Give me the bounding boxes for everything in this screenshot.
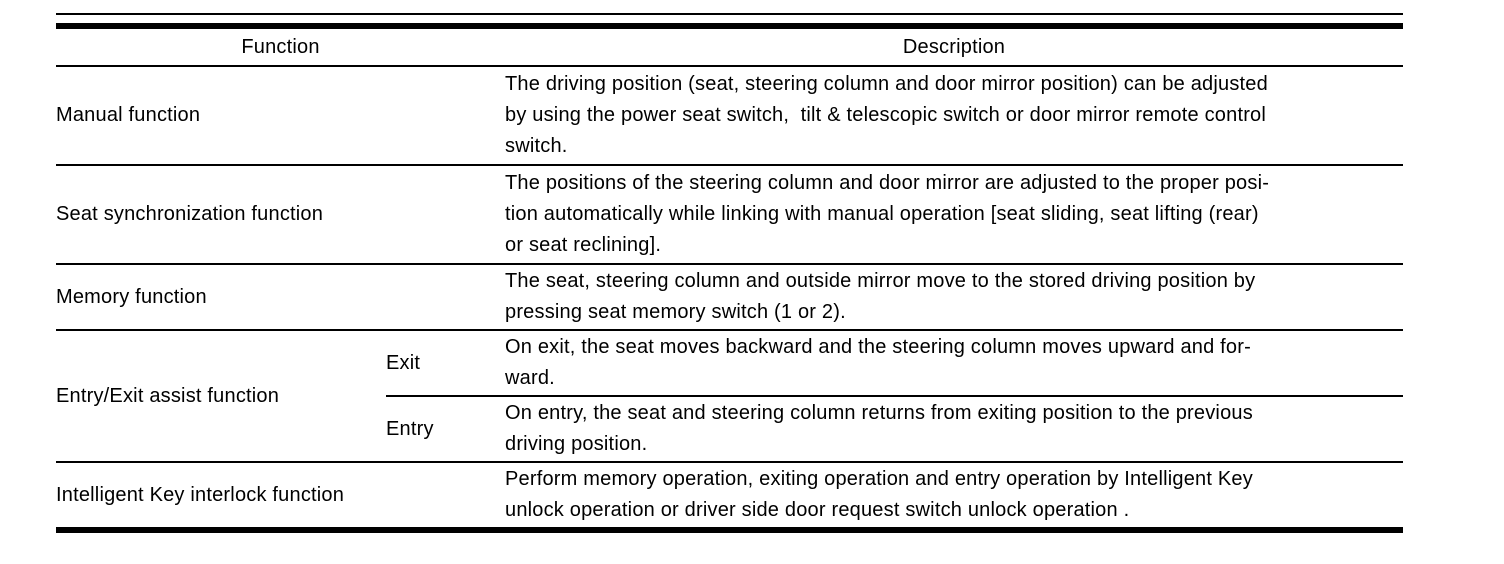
table-row-memory-function: Memory function The seat, steering colum…: [56, 263, 1403, 331]
function-cell: Memory function: [56, 263, 505, 331]
table-header-row: Function Description: [56, 25, 1403, 67]
description-cell: The driving position (seat, steering col…: [505, 65, 1403, 166]
top-rule: [56, 13, 1403, 15]
description-cell: The positions of the steering column and…: [505, 164, 1403, 265]
header-description-cell: Description: [505, 25, 1403, 67]
function-cell-entry-exit-assist: Entry/Exit assist function: [56, 329, 386, 463]
description-cell: The seat, steering column and outside mi…: [505, 263, 1403, 331]
table-row-seat-synchronization-function: Seat synchronization function The positi…: [56, 164, 1403, 265]
table-row-entry-exit-assist-entry: Entry On entry, the seat and steering co…: [56, 395, 1403, 463]
function-cell: Manual function: [56, 65, 505, 166]
table-row-entry-exit-assist-exit: Entry/Exit assist function Exit On exit,…: [56, 329, 1403, 463]
description-cell: On entry, the seat and steering column r…: [505, 395, 1403, 463]
function-description-table: Function Description Manual function The…: [56, 23, 1403, 533]
sub-label-cell-entry: Entry: [386, 395, 505, 463]
table-row-manual-function: Manual function The driving position (se…: [56, 65, 1403, 166]
header-function-cell: Function: [56, 25, 505, 67]
function-cell: Seat synchronization function: [56, 164, 505, 265]
function-description-table-container: Function Description Manual function The…: [56, 13, 1403, 533]
description-cell: Perform memory operation, exiting operat…: [505, 461, 1403, 531]
description-cell: On exit, the seat moves backward and the…: [505, 329, 1403, 397]
function-cell: Intelligent Key interlock function: [56, 461, 505, 531]
sub-label-cell-exit: Exit: [386, 329, 505, 397]
table-row-intelligent-key-interlock-function: Intelligent Key interlock function Perfo…: [56, 461, 1403, 531]
